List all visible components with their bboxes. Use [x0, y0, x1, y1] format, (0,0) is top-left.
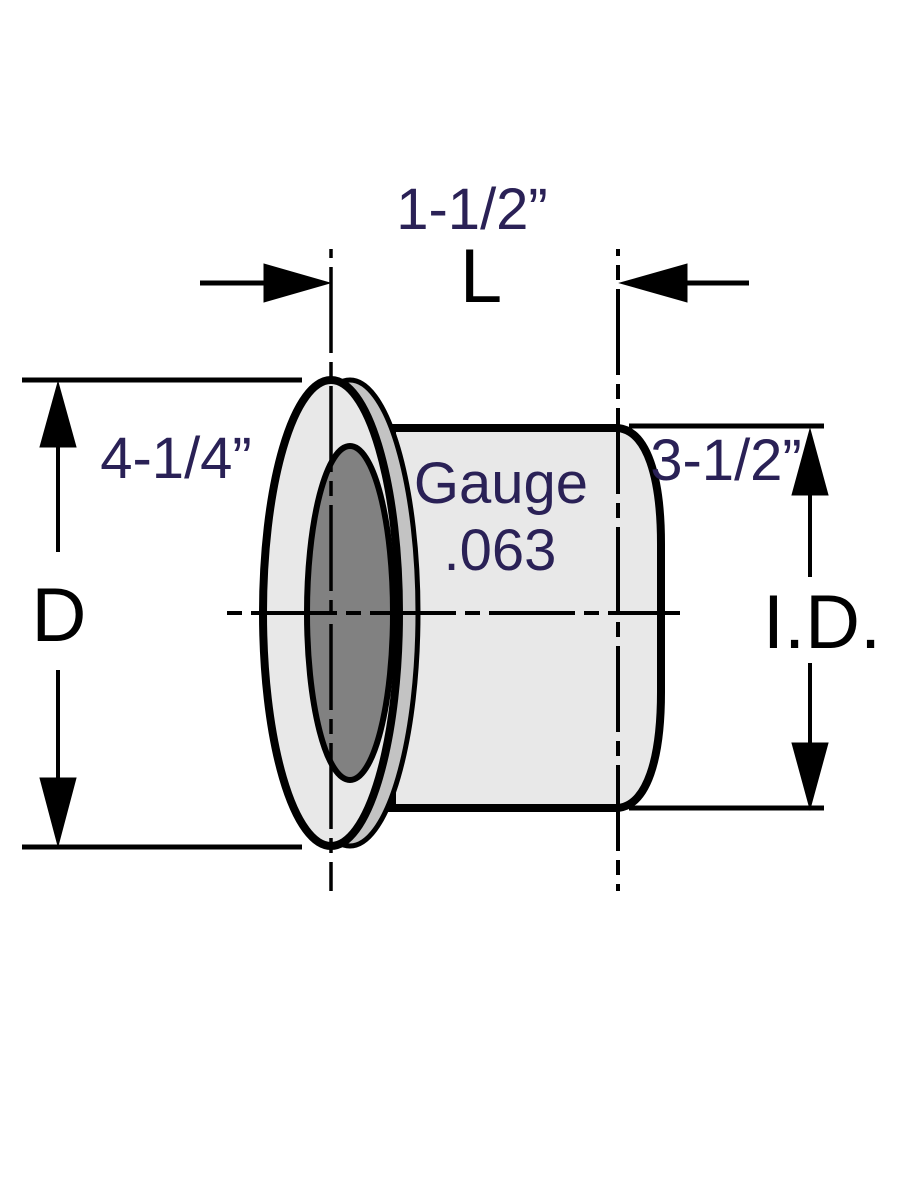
length-arrowhead-right — [618, 263, 688, 303]
ferrule-body — [388, 424, 665, 812]
diameter-arrowhead-down — [39, 777, 77, 848]
diameter-arrowhead-up — [39, 380, 77, 448]
gauge-value-label: .063 — [444, 518, 557, 583]
id-arrowhead-down — [791, 742, 829, 811]
diameter-letter-label: D — [32, 573, 87, 658]
dimension-labels: 1-1/2” L 4-1/4” D 3-1/2” I.D. Gauge .063 — [32, 177, 882, 665]
id-value-label: 3-1/2” — [650, 428, 802, 493]
length-arrowhead-left — [263, 263, 332, 303]
gauge-word-label: Gauge — [414, 451, 588, 516]
length-value-label: 1-1/2” — [396, 177, 548, 242]
diameter-value-label: 4-1/4” — [100, 426, 252, 491]
id-letter-label: I.D. — [763, 580, 881, 665]
centerlines — [225, 249, 680, 891]
dimension-lines — [22, 263, 829, 850]
length-letter-label: L — [460, 234, 502, 319]
